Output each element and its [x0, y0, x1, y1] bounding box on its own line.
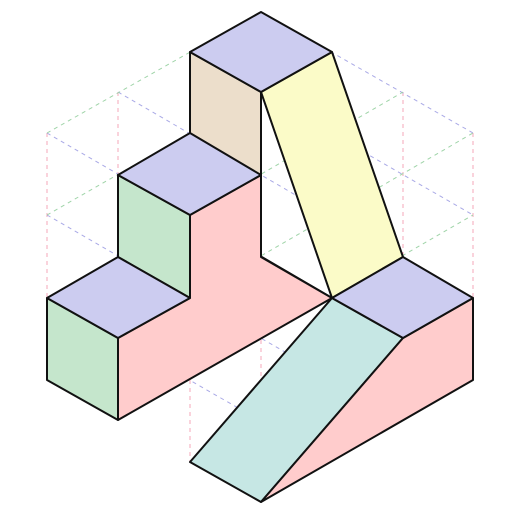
isometric-solid — [46, 11, 474, 503]
tall-column-top-face — [189, 11, 333, 93]
middle-step-top-face — [117, 132, 262, 216]
grid-line-diagonal — [46, 11, 262, 134]
front-step-top-face — [46, 256, 191, 339]
right-block-top-face — [331, 256, 474, 339]
slope-upper-face — [260, 51, 404, 299]
